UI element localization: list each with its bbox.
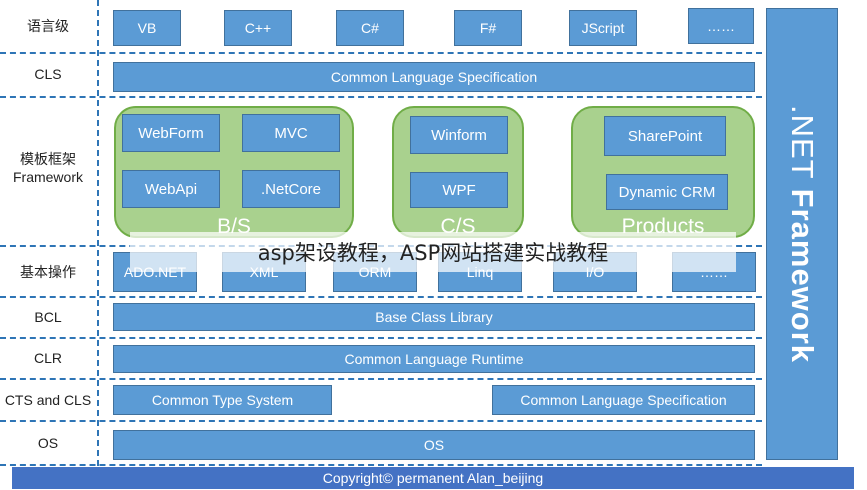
bs-netcore: .NetCore [242, 170, 340, 208]
row-label-framework-en: Framework [12, 169, 83, 185]
cs-winform: Winform [410, 116, 508, 154]
row-label-language: 语言级 [27, 18, 69, 34]
copyright-footer: Copyright© permanent Alan_beijing [12, 467, 854, 489]
lang-vb: VB [113, 10, 181, 46]
cls-bar: Common Language Specification [113, 62, 755, 92]
cts-box: Common Type System [113, 385, 332, 415]
net-framework-title-part1: .NET [785, 104, 820, 189]
row-separator [0, 52, 762, 54]
row-separator [0, 464, 762, 466]
products-sharepoint: SharePoint [604, 116, 726, 156]
products-dynamic-crm: Dynamic CRM [606, 174, 728, 210]
row-label-os: OS [37, 435, 59, 451]
watermark-band [130, 232, 736, 272]
cls-right-box: Common Language Specification [492, 385, 755, 415]
row-label-framework-cn: 模板框架 [20, 151, 76, 167]
label-column-divider [97, 0, 99, 466]
row-separator [0, 337, 762, 339]
clr-bar: Common Language Runtime [113, 345, 755, 373]
net-framework-title-part2: Framework [785, 188, 820, 364]
row-separator [0, 420, 762, 422]
row-label-basic-ops: 基本操作 [20, 264, 76, 280]
net-framework-title: .NET Framework [784, 105, 820, 363]
bs-webform: WebForm [122, 114, 220, 152]
cs-wpf: WPF [410, 172, 508, 208]
lang-fsharp: F# [454, 10, 522, 46]
watermark-text: asp架设教程，ASP网站搭建实战教程 [257, 241, 609, 265]
row-label-cts-cls: CTS and CLS [4, 392, 92, 408]
lang-csharp: C# [336, 10, 404, 46]
row-label-bcl: BCL [34, 309, 62, 325]
lang-cpp: C++ [224, 10, 292, 46]
lang-jscript: JScript [569, 10, 637, 46]
lang-more: …… [688, 8, 754, 44]
row-separator [0, 296, 762, 298]
row-separator [0, 96, 762, 98]
bcl-bar: Base Class Library [113, 303, 755, 331]
bs-mvc: MVC [242, 114, 340, 152]
row-label-cls: CLS [34, 66, 62, 82]
row-separator [0, 378, 762, 380]
bs-webapi: WebApi [122, 170, 220, 208]
os-bar: OS [113, 430, 755, 460]
row-label-clr: CLR [33, 350, 62, 366]
row-label-framework: 模板框架 Framework [0, 140, 96, 196]
net-framework-bar: .NET Framework [766, 8, 838, 460]
